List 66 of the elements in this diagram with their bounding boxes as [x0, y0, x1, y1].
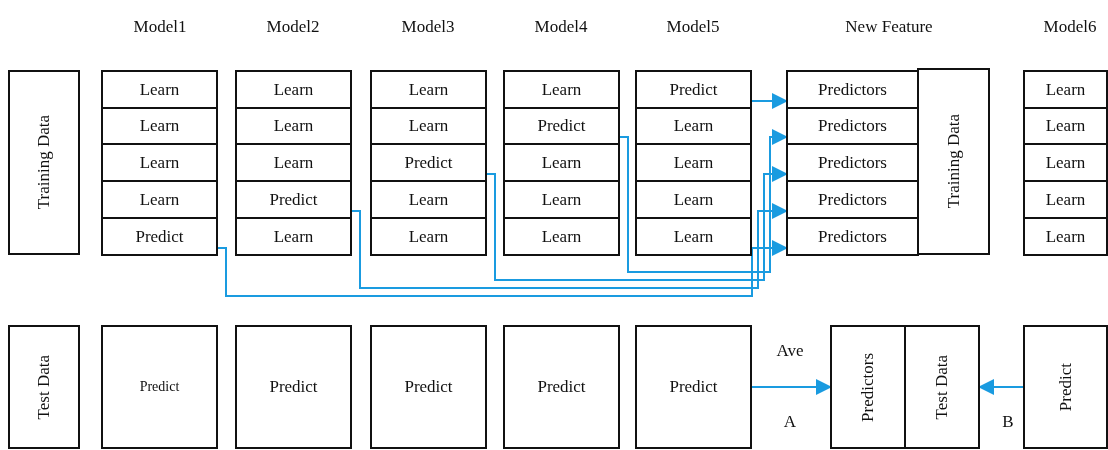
column-heading: Model4 [534, 17, 588, 37]
data-block [8, 325, 80, 449]
fold-cell: Learn [101, 143, 218, 182]
column-heading: Model6 [1043, 17, 1097, 37]
fold-cell: Learn [370, 217, 487, 256]
fold-cell: Learn [503, 180, 620, 219]
fold-cell: Predict [635, 70, 752, 109]
column-heading: Model1 [133, 17, 187, 37]
fold-cell: Predict [503, 107, 620, 145]
prediction-block: Predict [235, 325, 352, 449]
feature-cell: Predictors [786, 217, 919, 256]
column-heading: Model5 [666, 17, 720, 37]
fold-cell: Learn [1023, 107, 1108, 145]
prediction-block: Predict [635, 325, 752, 449]
block-label: Predict [1055, 362, 1076, 412]
arrow [751, 379, 832, 395]
fold-cell: Learn [635, 143, 752, 182]
fold-cell: Learn [370, 70, 487, 109]
fold-cell: Learn [503, 143, 620, 182]
arrow-note: B [1002, 412, 1014, 432]
fold-cell: Learn [235, 143, 352, 182]
fold-cell: Learn [235, 70, 352, 109]
fold-cell: Learn [370, 180, 487, 219]
fold-cell: Predict [370, 143, 487, 182]
fold-cell: Learn [235, 217, 352, 256]
prediction-block [1023, 325, 1108, 449]
block-label: Training Data [943, 114, 964, 209]
fold-cell: Learn [101, 107, 218, 145]
fold-cell: Learn [101, 180, 218, 219]
fold-cell: Learn [235, 107, 352, 145]
fold-cell: Learn [1023, 180, 1108, 219]
fold-cell: Predict [101, 217, 218, 256]
feature-cell: Predictors [786, 70, 919, 109]
data-block [917, 68, 990, 255]
fold-cell: Learn [503, 217, 620, 256]
column-heading: Model2 [266, 17, 320, 37]
arrow-note: Ave [776, 341, 804, 361]
arrow [978, 379, 1024, 395]
fold-cell: Learn [635, 217, 752, 256]
block-label: Test Data [34, 354, 54, 420]
fold-cell: Learn [635, 180, 752, 219]
data-block [904, 325, 980, 449]
fold-cell: Learn [1023, 143, 1108, 182]
fold-cell: Learn [101, 70, 218, 109]
fold-cell: Learn [503, 70, 620, 109]
arrow-note: A [783, 412, 797, 432]
arrow [751, 93, 788, 109]
column-heading: New Feature [845, 17, 933, 37]
fold-cell: Learn [370, 107, 487, 145]
feature-block [830, 325, 906, 449]
arrow [619, 129, 788, 273]
prediction-block: Predict [101, 325, 218, 449]
data-block [8, 70, 80, 255]
block-label: Training Data [34, 115, 54, 210]
block-label: Test Data [932, 354, 952, 420]
fold-cell: Learn [635, 107, 752, 145]
prediction-block: Predict [503, 325, 620, 449]
fold-cell: Learn [1023, 217, 1108, 256]
column-heading: Model3 [401, 17, 455, 37]
fold-cell: Predict [235, 180, 352, 219]
fold-cell: Learn [1023, 70, 1108, 109]
prediction-block: Predict [370, 325, 487, 449]
block-label: Predictors [858, 352, 878, 422]
arrow [351, 203, 788, 289]
arrow [486, 166, 788, 281]
arrow [217, 240, 788, 297]
